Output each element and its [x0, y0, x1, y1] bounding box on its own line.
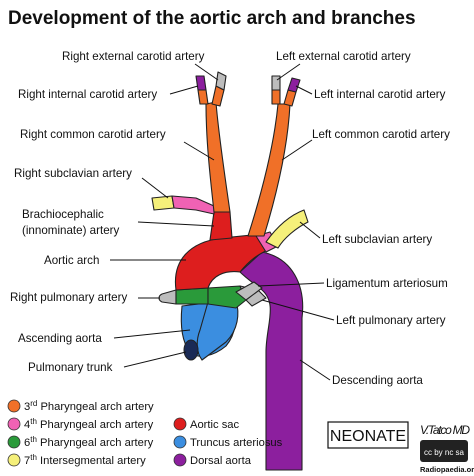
legend-swatch-truncus-arteriosus [173, 435, 187, 449]
license-badge [420, 440, 468, 462]
label-pulmonary-trunk: Pulmonary trunk [28, 361, 113, 374]
label-ascending-aorta: Ascending aorta [18, 332, 102, 345]
ligamentum-arteriosum-vessel [235, 281, 263, 301]
label-descending-aorta: Descending aorta [332, 374, 423, 387]
page-title: Development of the aortic arch and branc… [8, 8, 416, 29]
label-right-subclavian: Right subclavian artery [14, 167, 132, 180]
legend-swatch-4th-arch [7, 417, 21, 431]
left-internal-carotid-vessel [283, 89, 297, 107]
leader-left-external-carotid [276, 63, 301, 81]
legend-swatch-dorsal-aorta [173, 453, 187, 467]
label-group: Right external carotid artery Left exter… [10, 50, 450, 387]
label-right-internal-carotid: Right internal carotid artery [18, 88, 157, 101]
pulmonary-trunk-opening [183, 339, 199, 361]
pulmonary-trunk-vessel [196, 299, 239, 361]
leader-left-common-carotid [281, 139, 313, 161]
label-brachiocephalic-line1: Brachiocephalic [22, 208, 104, 221]
credit-site: Radiopaedia.org [420, 465, 474, 474]
leader-ligamentum-arteriosum [257, 282, 325, 287]
leader-left-pulmonary [261, 299, 335, 321]
legend-swatch-3rd-arch [7, 399, 21, 413]
legend-item-aortic-sac: Aortic sac [190, 419, 240, 431]
label-aortic-arch: Aortic arch [44, 254, 99, 267]
left-common-carotid-vessel [247, 103, 291, 237]
leader-left-internal-carotid [295, 85, 313, 95]
legend-swatch-aortic-sac [173, 417, 187, 431]
legend-item-7th-intersegmental: 7th Intersegmental artery [24, 453, 146, 467]
right-external-carotid-grey [215, 71, 227, 91]
credit-block: V.Tatco MD cc by nc sa Radiopaedia.org [420, 423, 474, 474]
right-subclavian-yellow-segment [151, 195, 175, 211]
legend-item-truncus-arteriosus: Truncus arteriosus [190, 437, 283, 449]
legend-item-3rd-arch: 3rd Pharyngeal arch artery [24, 399, 154, 413]
leader-right-internal-carotid [169, 85, 199, 95]
label-left-common-carotid: Left common carotid artery [312, 128, 450, 141]
left-external-carotid-grey [271, 75, 281, 91]
left-internal-carotid-purple [287, 77, 301, 93]
license-badge-text: cc by nc sa [424, 448, 465, 457]
leader-descending-aorta [299, 359, 331, 381]
legend-item-4th-arch: 4th Pharyngeal arch artery [24, 417, 154, 431]
leader-pulmonary-trunk [123, 351, 187, 368]
leader-right-subclavian [141, 177, 169, 199]
leader-brachiocephalic [137, 221, 215, 227]
right-common-carotid-vessel [205, 101, 231, 213]
stage-label-frame [327, 421, 409, 449]
legend-swatch-6th-arch [7, 435, 21, 449]
leader-right-external-carotid [194, 63, 219, 81]
label-left-external-carotid: Left external carotid artery [276, 50, 411, 63]
leader-ascending-aorta [113, 329, 191, 339]
right-subclavian-pink-segment [171, 195, 215, 215]
vessel-drawing [151, 71, 309, 471]
right-pulmonary-artery-vessel [158, 289, 177, 305]
label-right-external-carotid: Right external carotid artery [62, 50, 205, 63]
leader-right-common-carotid [183, 141, 215, 161]
label-left-internal-carotid: Left internal carotid artery [314, 88, 446, 101]
label-left-pulmonary: Left pulmonary artery [336, 314, 446, 327]
label-left-subclavian: Left subclavian artery [322, 233, 432, 246]
right-internal-carotid-vessel [197, 89, 209, 105]
legend-item-dorsal-aorta: Dorsal aorta [190, 455, 252, 467]
label-brachiocephalic-line2: (innominate) artery [22, 224, 119, 237]
legend-item-6th-arch: 6th Pharyngeal arch artery [24, 435, 154, 449]
right-internal-carotid-purple [195, 75, 207, 91]
legend-swatch-7th-intersegmental [7, 453, 21, 467]
aortic-arch-vessel [174, 233, 273, 291]
label-right-pulmonary: Right pulmonary artery [10, 291, 127, 304]
right-sixth-arch-segment [175, 287, 209, 305]
label-ligamentum-arteriosum: Ligamentum arteriosum [326, 277, 448, 290]
leader-left-subclavian [299, 221, 321, 239]
legend: 3rd Pharyngeal arch artery 4th Pharyngea… [7, 399, 283, 467]
left-subclavian-vessel [265, 209, 309, 249]
label-right-common-carotid: Right common carotid artery [20, 128, 166, 141]
stage-label-box: NEONATE [327, 421, 409, 449]
stage-label: NEONATE [330, 428, 406, 445]
left-external-carotid-vessel [271, 89, 281, 105]
credit-signature: V.Tatco MD [420, 423, 470, 437]
